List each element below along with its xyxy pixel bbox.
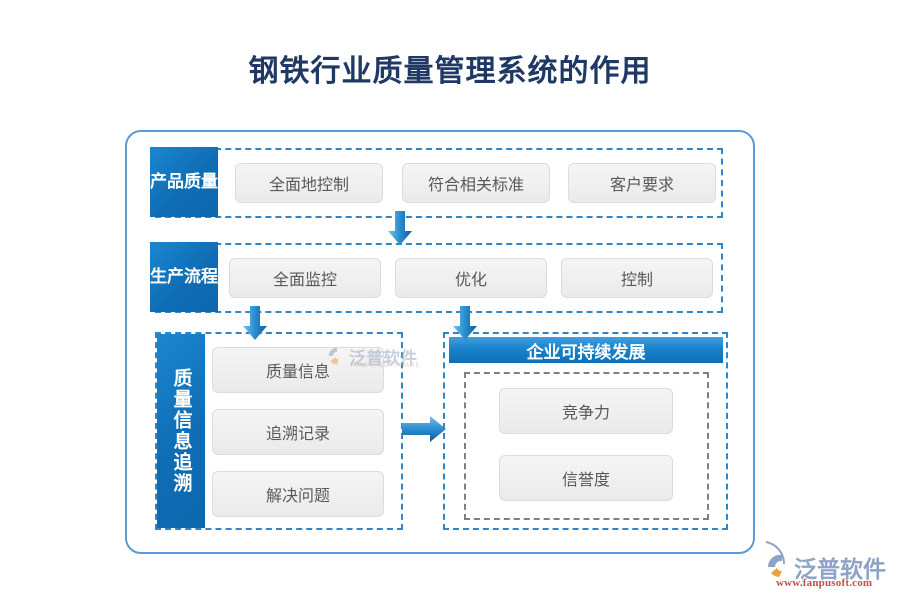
item-box-kong-zhi[interactable]: 控制 [561,258,713,298]
brand-swoosh-icon [767,554,782,577]
arrow-process-to-trace-icon [243,306,267,340]
brand-arc-icon [765,541,786,565]
item-box-zhi-liang-xin-xi[interactable]: 质量信息 [212,347,384,393]
brand-url: www.fanpusoft.com [776,577,873,589]
item-box-fu-he-xiang-guan-biao-zhun[interactable]: 符合相关标准 [402,163,550,203]
item-box-jing-zheng-li[interactable]: 竞争力 [499,388,673,434]
item-box-jie-jue-wen-ti[interactable]: 解决问题 [212,471,384,517]
brand-name: 泛普软件 [794,557,886,582]
page-title: 钢铁行业质量管理系统的作用 [248,55,652,88]
label-product-quality: 产品质量 [150,147,218,217]
brand-logo: 泛普软件 www.fanpusoft.com [766,552,894,594]
label-product-quality-line: 产品 [150,172,184,191]
item-box-quan-mian-jian-kong[interactable]: 全面监控 [229,258,381,298]
arrow-product-to-process-icon [388,211,412,245]
inner-dashed-container [464,372,709,520]
item-box-quan-mian-di-kong-zhi[interactable]: 全面地控制 [235,163,383,203]
label-production-process: 生产流程 [150,242,218,312]
label-production-process-line: 生产 [150,267,184,286]
item-box-ke-hu-yao-qiu[interactable]: 客户要求 [568,163,716,203]
block-sustainable-development-container [443,332,728,530]
item-box-xin-yu-du[interactable]: 信誉度 [499,455,673,501]
header-sustainable-development: 企业可持续发展 [449,337,723,363]
arrow-process-to-development-icon [453,306,477,340]
arrow-trace-to-development-icon [402,414,446,444]
item-box-you-hua[interactable]: 优化 [395,258,547,298]
label-product-quality-line: 质量 [184,172,218,191]
label-quality-traceability: 质量信息追溯 [157,334,205,528]
label-production-process-line: 流程 [184,267,218,286]
item-box-zhui-su-ji-lu[interactable]: 追溯记录 [212,409,384,455]
